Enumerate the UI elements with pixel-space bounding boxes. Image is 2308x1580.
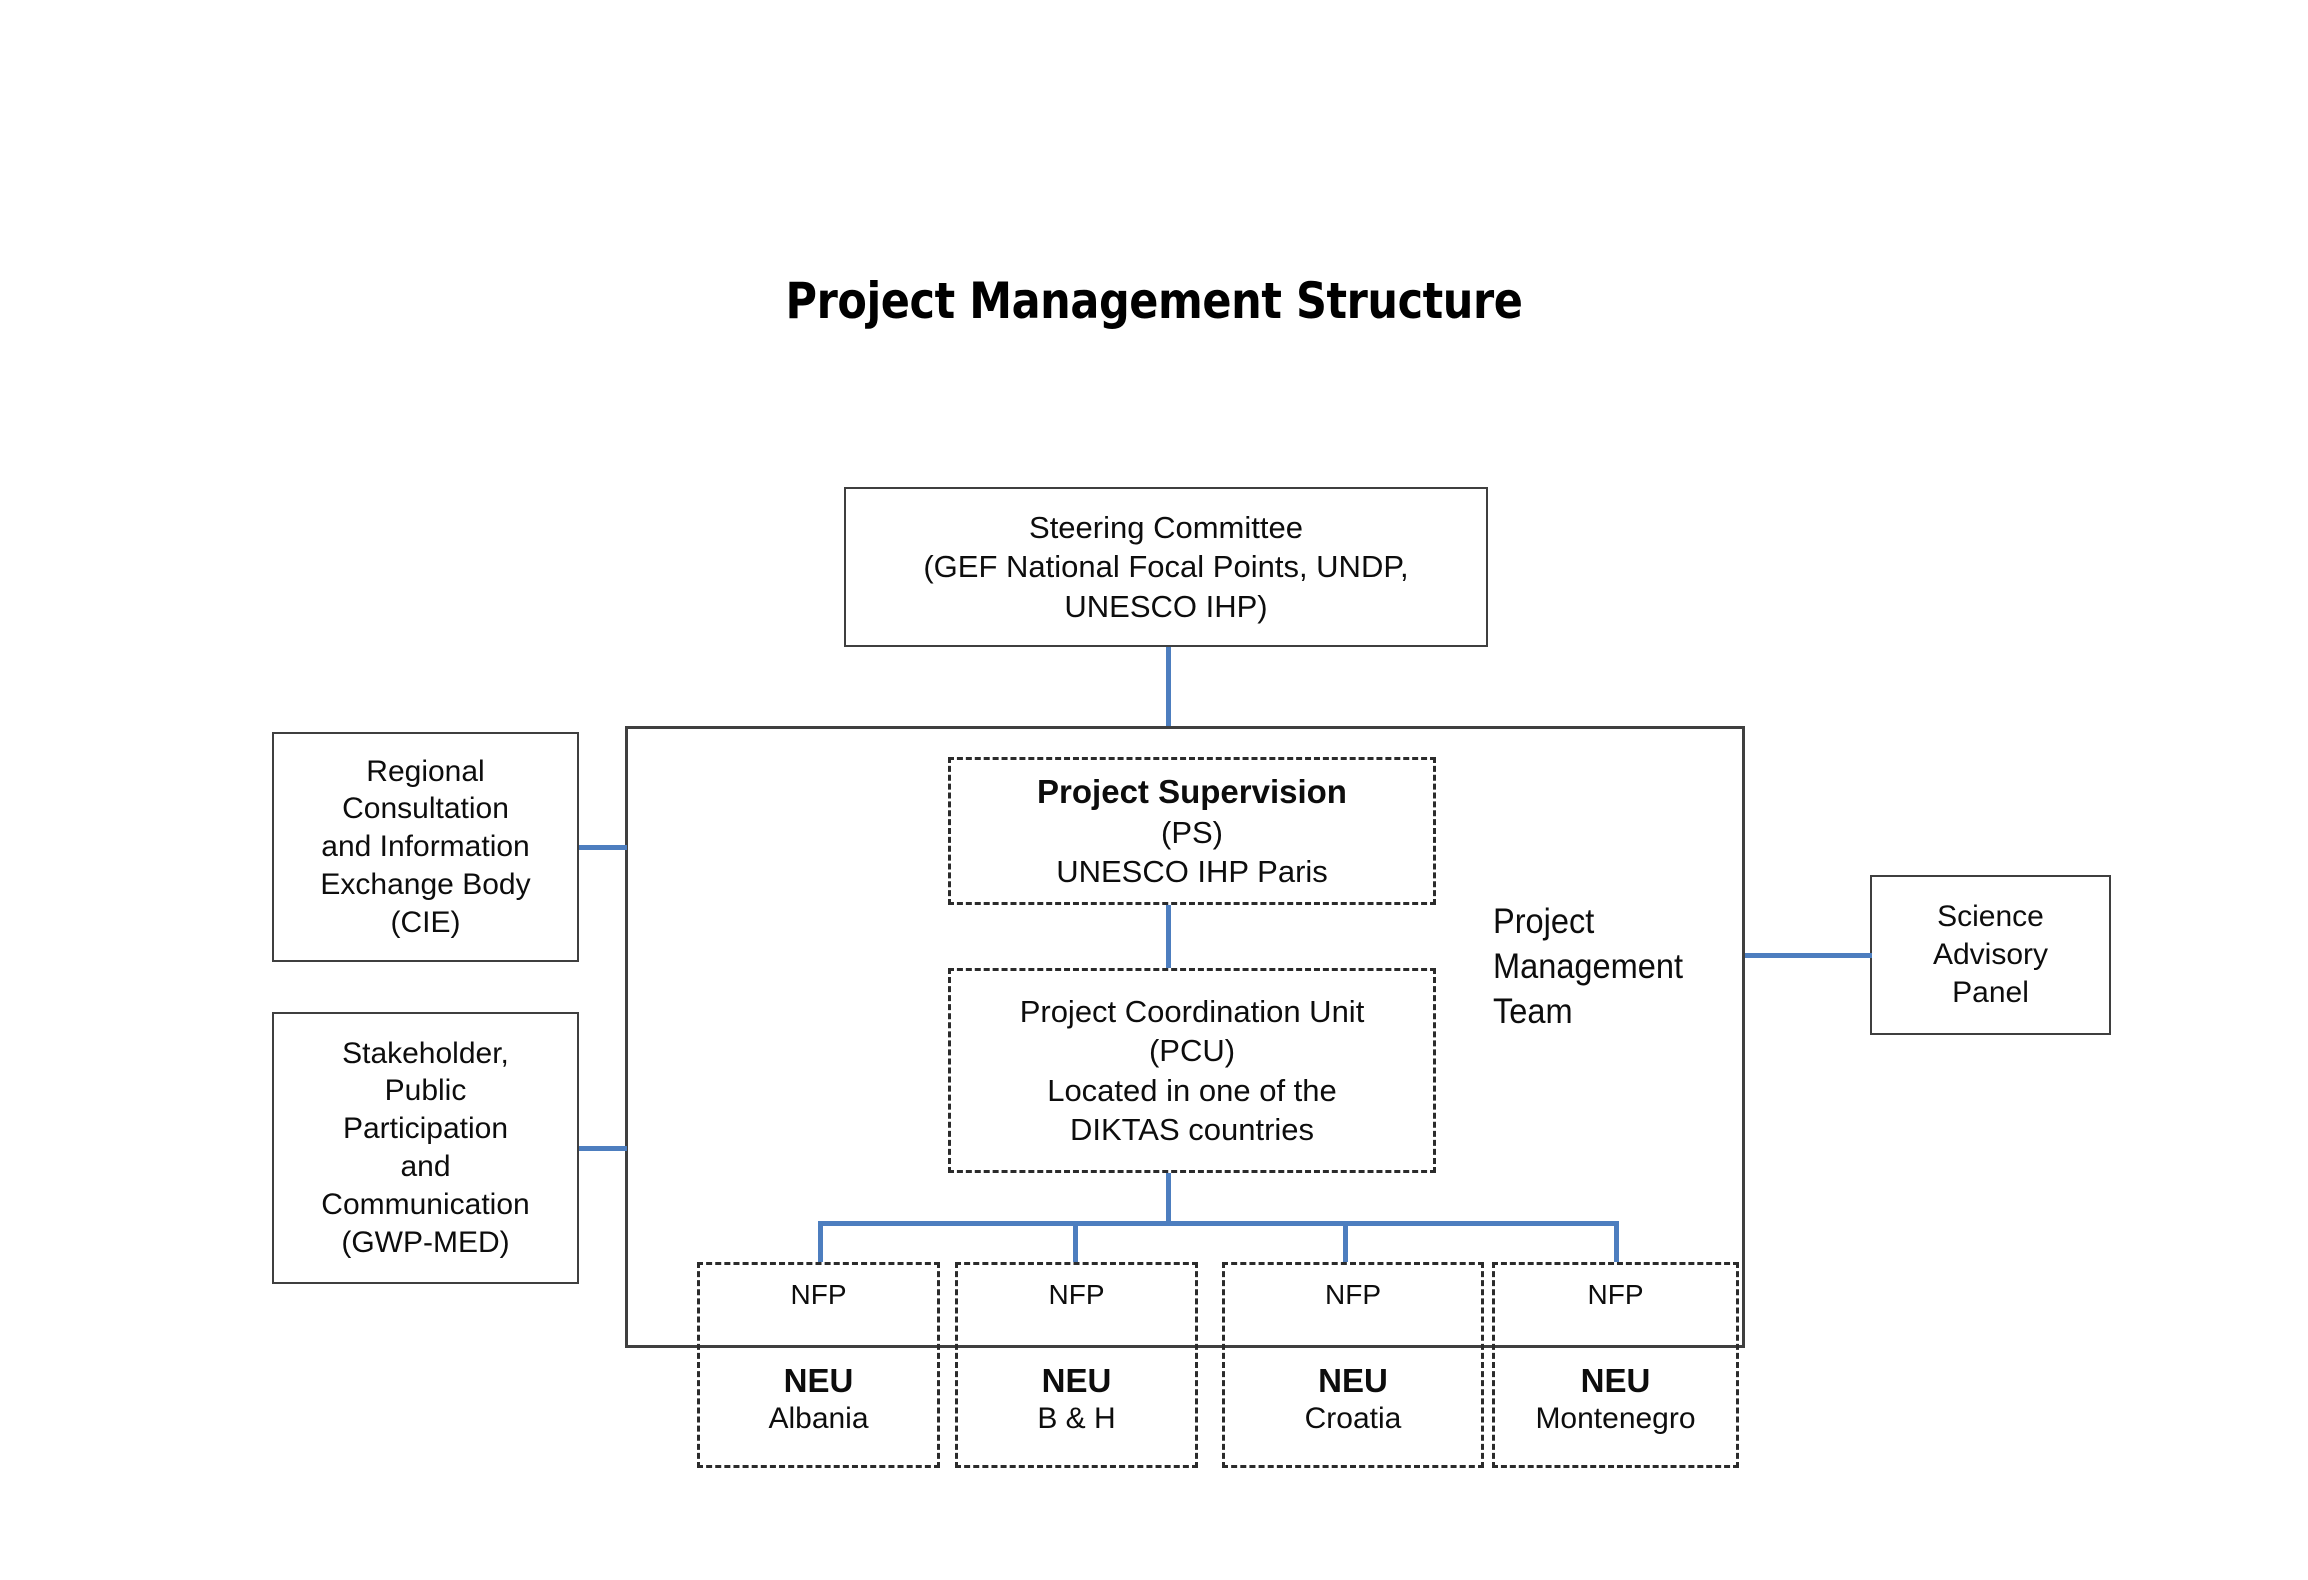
unit-3-neu-label: NEU — [1580, 1362, 1651, 1399]
project-supervision-title: Project Supervision — [1037, 773, 1347, 811]
steering-committee-line-2: (GEF National Focal Points, UNDP, — [923, 549, 1409, 585]
connector-stakeholder-to-pmt — [579, 1146, 627, 1151]
pmt-label-line-3: Team — [1493, 991, 1573, 1031]
stakeholder-line-1: Stakeholder, — [342, 1036, 509, 1070]
node-project-coordination-unit[interactable]: Project Coordination Unit (PCU) Located … — [948, 968, 1436, 1173]
node-country-unit-croatia[interactable]: NFP NEU Croatia — [1222, 1262, 1484, 1468]
connector-pmt-to-science-advisory-panel — [1745, 953, 1872, 958]
pcu-line-4: DIKTAS countries — [1069, 1111, 1315, 1147]
node-country-unit-bosnia-herzegovina[interactable]: NFP NEU B & H — [955, 1262, 1198, 1468]
node-stakeholder-public-participation-communication[interactable]: Stakeholder, Public Participation and Co… — [272, 1012, 579, 1284]
pcu-line-2: (PCU) — [1148, 1033, 1236, 1069]
cie-line-3: and Information — [321, 830, 530, 864]
connector-project-supervision-to-pcu — [1166, 905, 1171, 968]
unit-2-nfp-label: NFP — [1325, 1279, 1381, 1310]
unit-1-neu-block: NEU B & H — [958, 1361, 1195, 1438]
connector-drop-croatia — [1343, 1221, 1348, 1262]
project-management-team-label: Project Management Team — [1493, 900, 1726, 1034]
stakeholder-line-2: Public — [384, 1074, 467, 1108]
science-panel-line-3: Panel — [1952, 975, 2029, 1009]
unit-0-neu-label: NEU — [783, 1362, 854, 1399]
connector-steering-committee-to-pmt — [1166, 647, 1171, 726]
cie-line-5: (CIE) — [390, 905, 461, 939]
pmt-label-line-2: Management — [1493, 946, 1683, 986]
page-title: Project Management Structure — [785, 272, 1523, 330]
steering-committee-line-3: UNESCO IHP) — [1064, 588, 1268, 624]
unit-2-neu-label: NEU — [1318, 1362, 1388, 1399]
science-panel-line-1: Science — [1937, 900, 2044, 934]
cie-line-4: Exchange Body — [320, 867, 531, 901]
project-supervision-line-1: (PS) — [1161, 814, 1223, 850]
unit-2-country-label: Croatia — [1304, 1402, 1402, 1436]
node-project-supervision[interactable]: Project Supervision (PS) UNESCO IHP Pari… — [948, 757, 1436, 905]
connector-drop-albania — [818, 1221, 823, 1262]
unit-3-neu-block: NEU Montenegro — [1495, 1361, 1736, 1438]
unit-3-country-label: Montenegro — [1535, 1402, 1696, 1436]
unit-1-nfp-label: NFP — [1048, 1279, 1105, 1310]
unit-0-neu-block: NEU Albania — [700, 1361, 937, 1438]
cie-line-1: Regional — [366, 754, 485, 788]
unit-1-neu-label: NEU — [1041, 1362, 1112, 1399]
connector-drop-bosnia-herzegovina — [1073, 1221, 1078, 1262]
stakeholder-line-6: (GWP-MED) — [341, 1225, 510, 1259]
pcu-line-3: Located in one of the — [1047, 1072, 1337, 1108]
connector-drop-montenegro — [1614, 1221, 1619, 1262]
node-science-advisory-panel[interactable]: Science Advisory Panel — [1870, 875, 2111, 1035]
node-country-unit-montenegro[interactable]: NFP NEU Montenegro — [1492, 1262, 1739, 1468]
cie-line-2: Consultation — [342, 792, 509, 826]
science-panel-line-2: Advisory — [1932, 938, 2049, 972]
node-regional-consultation-information-exchange-body[interactable]: Regional Consultation and Information Ex… — [272, 732, 579, 962]
connector-cie-to-pmt — [579, 845, 627, 850]
node-steering-committee[interactable]: Steering Committee (GEF National Focal P… — [844, 487, 1488, 647]
unit-3-nfp-label: NFP — [1587, 1279, 1644, 1310]
project-supervision-line-2: UNESCO IHP Paris — [1056, 853, 1328, 889]
connector-country-units-bus — [818, 1221, 1619, 1226]
connector-pcu-stem — [1166, 1173, 1171, 1224]
unit-0-country-label: Albania — [768, 1402, 869, 1436]
steering-committee-line-1: Steering Committee — [1029, 510, 1303, 546]
stakeholder-line-3: Participation — [342, 1112, 509, 1146]
stakeholder-line-4: and — [400, 1150, 451, 1183]
node-country-unit-albania[interactable]: NFP NEU Albania — [697, 1262, 940, 1468]
pmt-label-line-1: Project — [1493, 902, 1595, 941]
unit-2-neu-block: NEU Croatia — [1225, 1361, 1481, 1438]
pcu-line-1: Project Coordination Unit — [1019, 994, 1365, 1030]
project-management-team-container — [625, 726, 1745, 1348]
stakeholder-line-5: Communication — [321, 1187, 530, 1221]
unit-1-country-label: B & H — [1037, 1402, 1116, 1436]
unit-0-nfp-label: NFP — [790, 1279, 847, 1310]
